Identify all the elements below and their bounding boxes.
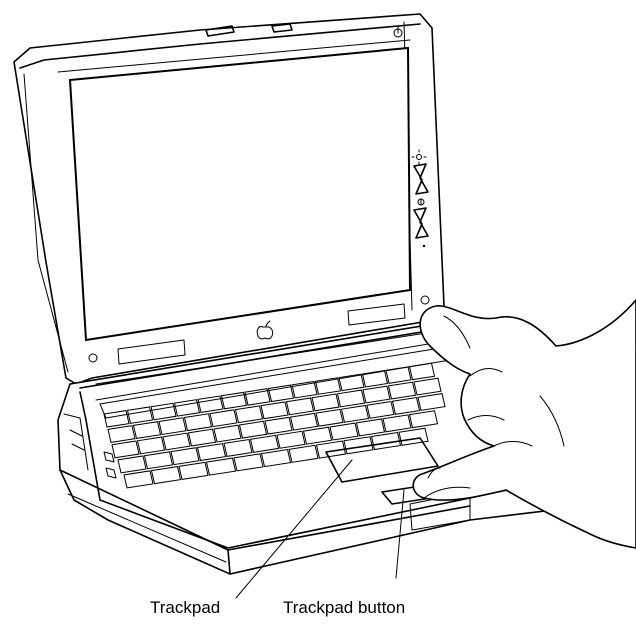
keyboard-key <box>386 367 411 383</box>
keyboard-key <box>292 381 317 397</box>
keyboard-key <box>104 411 129 427</box>
keyboard-key <box>175 400 200 416</box>
trackpad-label: Trackpad <box>150 598 220 618</box>
trackpad-button-label: Trackpad button <box>283 598 405 618</box>
display-screen <box>70 48 410 340</box>
keyboard-key <box>151 403 176 419</box>
keyboard-key <box>128 407 153 423</box>
keyboard-key <box>269 385 294 401</box>
